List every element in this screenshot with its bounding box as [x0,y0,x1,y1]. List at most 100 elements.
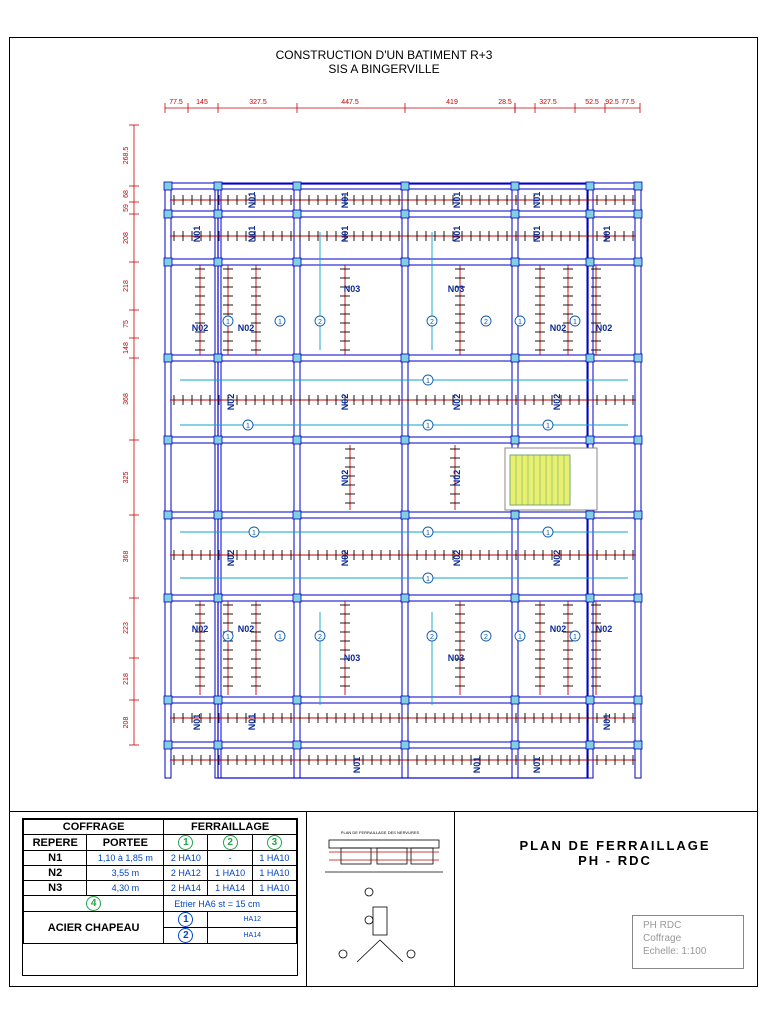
bar-marker-label: 1 [278,319,282,326]
bar-marker-label: 1 [546,423,550,430]
repere-cell: N2 [22,865,88,881]
bar-marker-label: 2 [318,634,322,641]
portee-cell: 3,55 m [86,865,165,881]
column [510,593,520,603]
column [213,435,223,445]
beam-vertical [634,183,642,779]
column [292,353,302,363]
dim-label-left: 59 [123,204,130,212]
column [585,435,595,445]
column [400,181,410,191]
bar-marker-label: 2 [318,319,322,326]
beam-label: N01 [452,192,462,209]
column [292,209,302,219]
plan-title-line1: PLAN DE FERRAILLAGE [519,838,711,853]
beam-vertical [293,183,301,779]
dim-label-left: 268.5 [123,147,130,165]
plan-title-line2: PH - RDC [578,853,652,868]
bar-marker-label: 2 [430,319,434,326]
beam-label: N01 [247,192,257,209]
stirrup-spec: Etrier HA6 st = 15 cm [163,895,297,912]
column [213,740,223,750]
column [400,740,410,750]
column [163,181,173,191]
dim-label-top: 447.5 [341,99,359,106]
bar-marker [569,315,581,327]
bar-marker-label: 1 [226,319,230,326]
drawing-frame [9,37,758,987]
beam-label: N02 [226,394,236,411]
chapeau-2-marker: 2 [178,928,194,943]
beam-label: N03 [344,284,361,294]
column [400,353,410,363]
column [213,181,223,191]
beam-label: N01 [247,714,257,731]
column [400,435,410,445]
column [400,510,410,520]
beam-label: N02 [550,323,567,333]
bar-marker-label: 1 [518,319,522,326]
dim-label-left: 68 [123,190,130,198]
column [292,695,302,705]
bar-2-marker: 2 [222,835,238,850]
beam-label: N01 [192,226,202,243]
beam-label: N02 [238,323,255,333]
bar-1-marker: 1 [178,835,194,850]
portee-header: PORTEE [86,834,165,851]
column [585,695,595,705]
cartouche-line2: Coffrage [643,933,682,944]
bar-marker [569,630,581,642]
column [163,209,173,219]
bar-cell: 1 HA10 [251,880,298,896]
dim-label-top: 77.5 [621,99,635,106]
bar-marker [222,630,234,642]
structural-grid [163,181,643,779]
bar-marker [314,630,326,642]
column [510,510,520,520]
rebar-ribs [170,195,636,765]
beam-label: N01 [532,757,542,774]
dim-label-left: 208 [123,232,130,244]
beam-label: N01 [532,226,542,243]
column [213,353,223,363]
beam-label: N01 [602,226,612,243]
portee-cell: 1,10 à 1,85 m [86,850,165,866]
bar-marker-label: 1 [226,634,230,641]
bar-cell: 2 HA12 [163,865,209,881]
bar-marker [514,630,526,642]
table-row: N1 1,10 à 1,85 m 2 HA10 - 1 HA10 [22,850,298,866]
dim-label-left: 148 [123,342,130,354]
column [292,510,302,520]
beam-label: N02 [596,323,613,333]
column [510,353,520,363]
title-cartouche: PH RDC Coffrage Echelle: 1:100 [632,915,744,969]
column [510,181,520,191]
dim-label-top: 145 [196,99,208,106]
column [163,695,173,705]
dim-label-left: 208 [123,717,130,729]
beam-label: N02 [596,624,613,634]
dim-label-left: 325 [123,472,130,484]
beam-label: N02 [452,550,462,567]
bar-marker-label: 1 [252,530,256,537]
bar-marker [426,315,438,327]
bar-marker-label: 1 [426,576,430,583]
column [585,257,595,267]
bar-cell: 1 HA10 [207,865,253,881]
column [510,695,520,705]
beam-label: N01 [340,192,350,209]
column [163,435,173,445]
column [213,695,223,705]
coffrage-header: COFFRAGE [22,819,165,835]
bar-cell: - [207,850,253,866]
beam-label: N02 [452,394,462,411]
chapeau-1-marker: 1 [178,912,194,927]
column [400,209,410,219]
dim-label-top: 77.5 [169,99,183,106]
beam-label: N02 [552,394,562,411]
beam-label: N01 [452,226,462,243]
column [633,257,643,267]
chapeau-1-spec: HA12 [207,911,297,928]
